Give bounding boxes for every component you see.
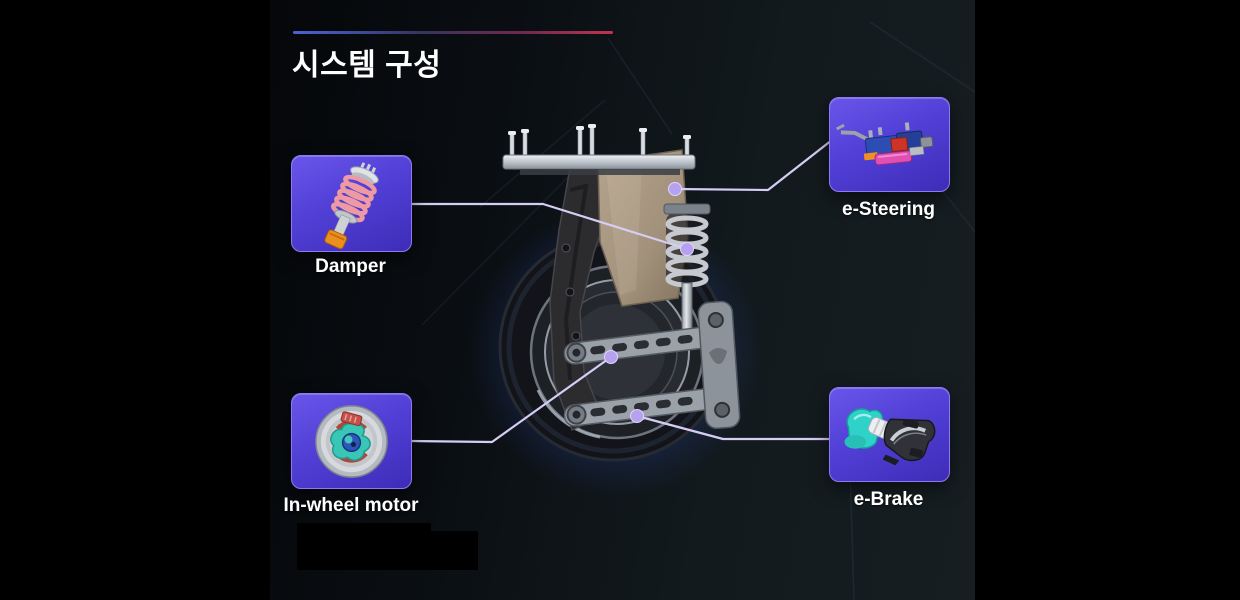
in-wheel-motor-card[interactable] (291, 393, 412, 489)
damper-dot (680, 242, 694, 256)
e-brake-card[interactable] (829, 387, 950, 482)
e-steering-icon (835, 122, 934, 166)
in-wheel-motor-connector (408, 355, 613, 444)
e-brake-connector (635, 414, 831, 441)
damper-icon (324, 162, 379, 250)
in-wheel-motor-dot (604, 350, 618, 364)
in-wheel-motor-icon (315, 405, 388, 478)
damper-card[interactable] (291, 155, 412, 252)
corner-module-illustration (408, 124, 834, 547)
lower-control-arms (563, 300, 741, 429)
connector-lines (408, 138, 834, 444)
e-brake-dot (630, 409, 644, 423)
in-wheel-motor-label: In-wheel motor (283, 495, 419, 516)
connector-dots (604, 182, 694, 423)
e-brake-icon (844, 408, 936, 466)
e-steering-card[interactable] (829, 97, 950, 192)
e-steering-connector (673, 138, 834, 192)
arm-rear-bracket (697, 300, 741, 429)
slide-content-area: 시스템 구성 (270, 0, 975, 600)
damper-label: Damper (315, 256, 386, 277)
redacted-area (297, 523, 431, 570)
page-title: 시스템 구성 (292, 49, 442, 82)
knuckle-upright (549, 149, 689, 432)
e-brake-label: e-Brake (853, 489, 924, 510)
e-steering-dot (668, 182, 682, 196)
top-mount-bracket (502, 124, 696, 175)
damper-connector (410, 202, 689, 251)
e-steering-label: e-Steering (842, 199, 935, 220)
accent-gradient-line (293, 31, 613, 34)
redacted-area (429, 531, 478, 570)
